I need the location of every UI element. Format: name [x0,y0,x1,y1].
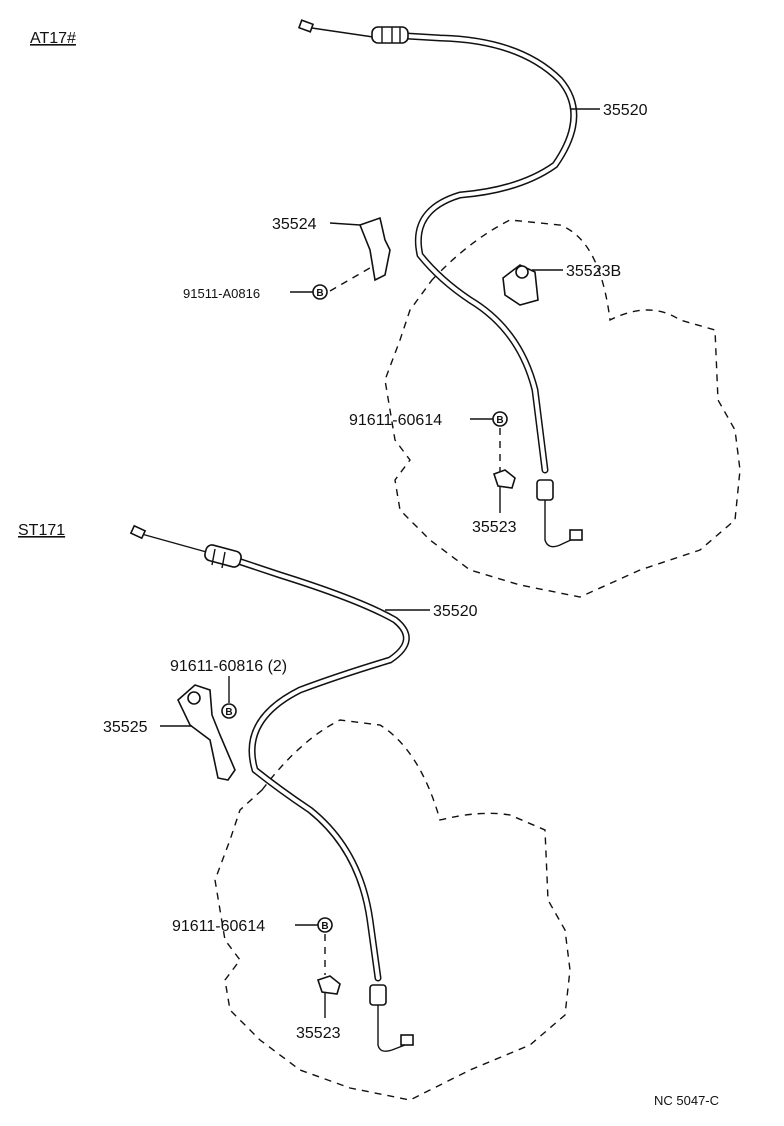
section-at17: AT17# 35524 B 9151 [30,19,741,598]
cable-end-top [297,19,409,44]
bracket-35525 [177,684,236,781]
label-91511-a0816: 91511-A0816 [183,286,260,301]
label-35523-bottom: 35523 [296,1025,341,1042]
transmission-outline-bottom [214,719,571,1101]
label-91611-60614-top: 91611-60614 [349,412,442,429]
section-st171: ST171 35520 91611-60816 (2) B [18,522,571,1101]
label-91611-60614-bottom: 91611-60614 [172,918,265,935]
bolt-marker-text: B [496,415,503,426]
model-label-st171: ST171 [18,522,65,539]
label-35520-top: 35520 [603,102,648,119]
model-label-at17: AT17# [30,30,76,47]
label-35523-top: 35523 [472,519,517,536]
cable-end-bottom [129,524,242,569]
label-91611-60816: 91611-60816 (2) [170,658,287,675]
label-35525: 35525 [103,719,148,736]
label-35520-bottom: 35520 [433,603,478,620]
bolt-marker-text: B [321,921,328,932]
bracket-35523-bottom [316,975,341,995]
cable-bottom [231,556,410,982]
bolt-marker-icon [312,284,328,300]
clip-35523b [502,264,539,306]
cable-lower-end-bottom [369,984,414,1052]
label-35524: 35524 [272,216,317,233]
clamp-35524 [358,216,391,282]
bolt-marker-text: B [225,707,232,718]
cable-lower-end-top [536,479,583,548]
bolt-marker-text: B [316,288,323,299]
bracket-35523-top [492,469,516,489]
transmission-outline-top [384,219,741,598]
label-35523b: 35523B [566,263,621,280]
diagram-code: NC 5047-C [654,1093,719,1108]
